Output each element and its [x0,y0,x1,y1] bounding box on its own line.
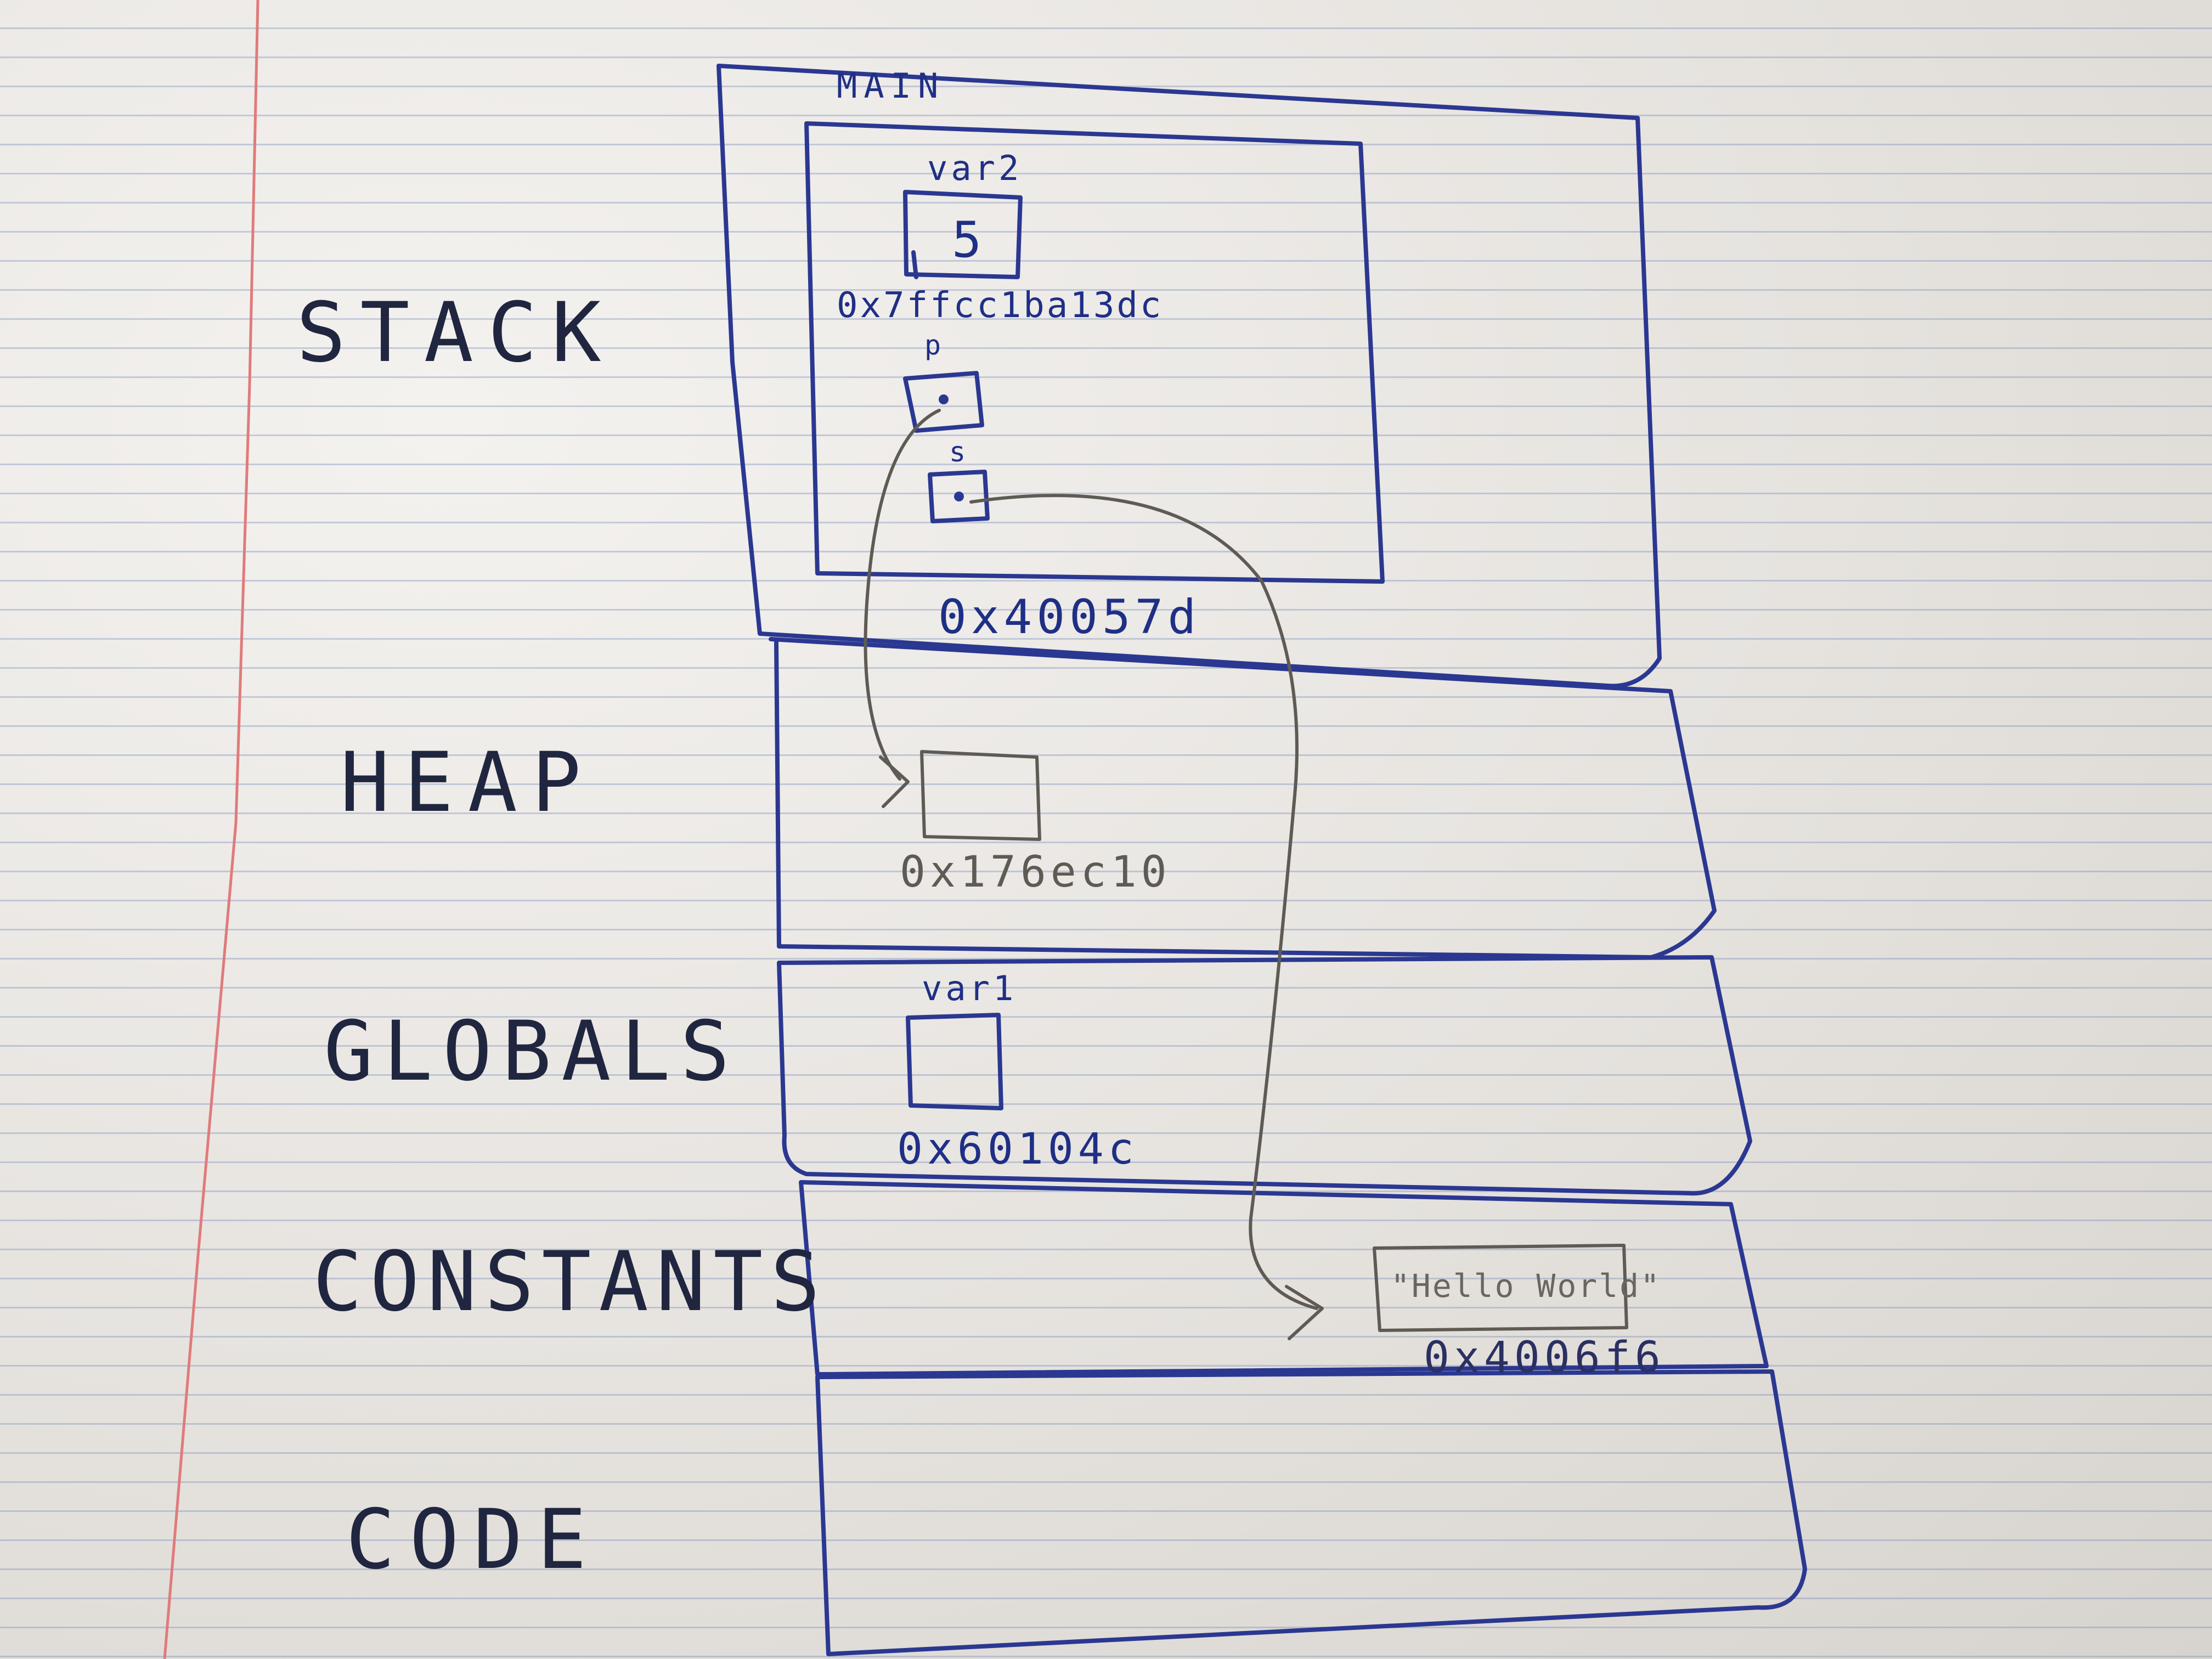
s-label: s [949,436,969,468]
var2-value: 5 [952,211,988,269]
stack-frame-address: 0x40057d [938,590,1201,645]
var2-box [903,190,1023,279]
heap-label: HEAP [340,735,596,831]
heap-address: 0x176ec10 [900,848,1171,897]
stack-label: STACK [296,285,616,381]
constants-label: CONSTANTS [313,1234,828,1330]
s-pointer-dot [954,492,964,501]
code-region-box [815,1369,1807,1656]
s-arrowhead [1285,1285,1324,1340]
p-pointer-dot [939,394,949,404]
main-frame-label: MAIN [837,66,945,106]
var2-address: 0x7ffcc1ba13dc [837,285,1164,326]
constant-address: 0x4006f6 [1424,1333,1665,1383]
heap-block [920,750,1041,841]
var1-label: var1 [922,968,1017,1008]
p-arrowhead [879,755,910,808]
globals-region-box [777,955,1752,1196]
p-label: p [924,329,945,361]
p-to-heap-arrow [864,409,941,781]
hello-world-string: "Hello World" [1391,1267,1661,1305]
globals-label: GLOBALS [324,1004,740,1099]
s-to-constant-arrow [969,494,1318,1310]
s-pointer-box [928,470,990,523]
main-frame-box [804,121,1385,584]
var1-address: 0x60104c [897,1125,1138,1174]
code-label: CODE [346,1492,601,1588]
var1-box [906,1013,1003,1110]
p-pointer-box [903,371,984,433]
var2-label: var2 [927,148,1023,188]
constants-region-box [799,1180,1769,1376]
hello-world-box [1373,1244,1628,1332]
heap-region-box [769,637,1717,960]
